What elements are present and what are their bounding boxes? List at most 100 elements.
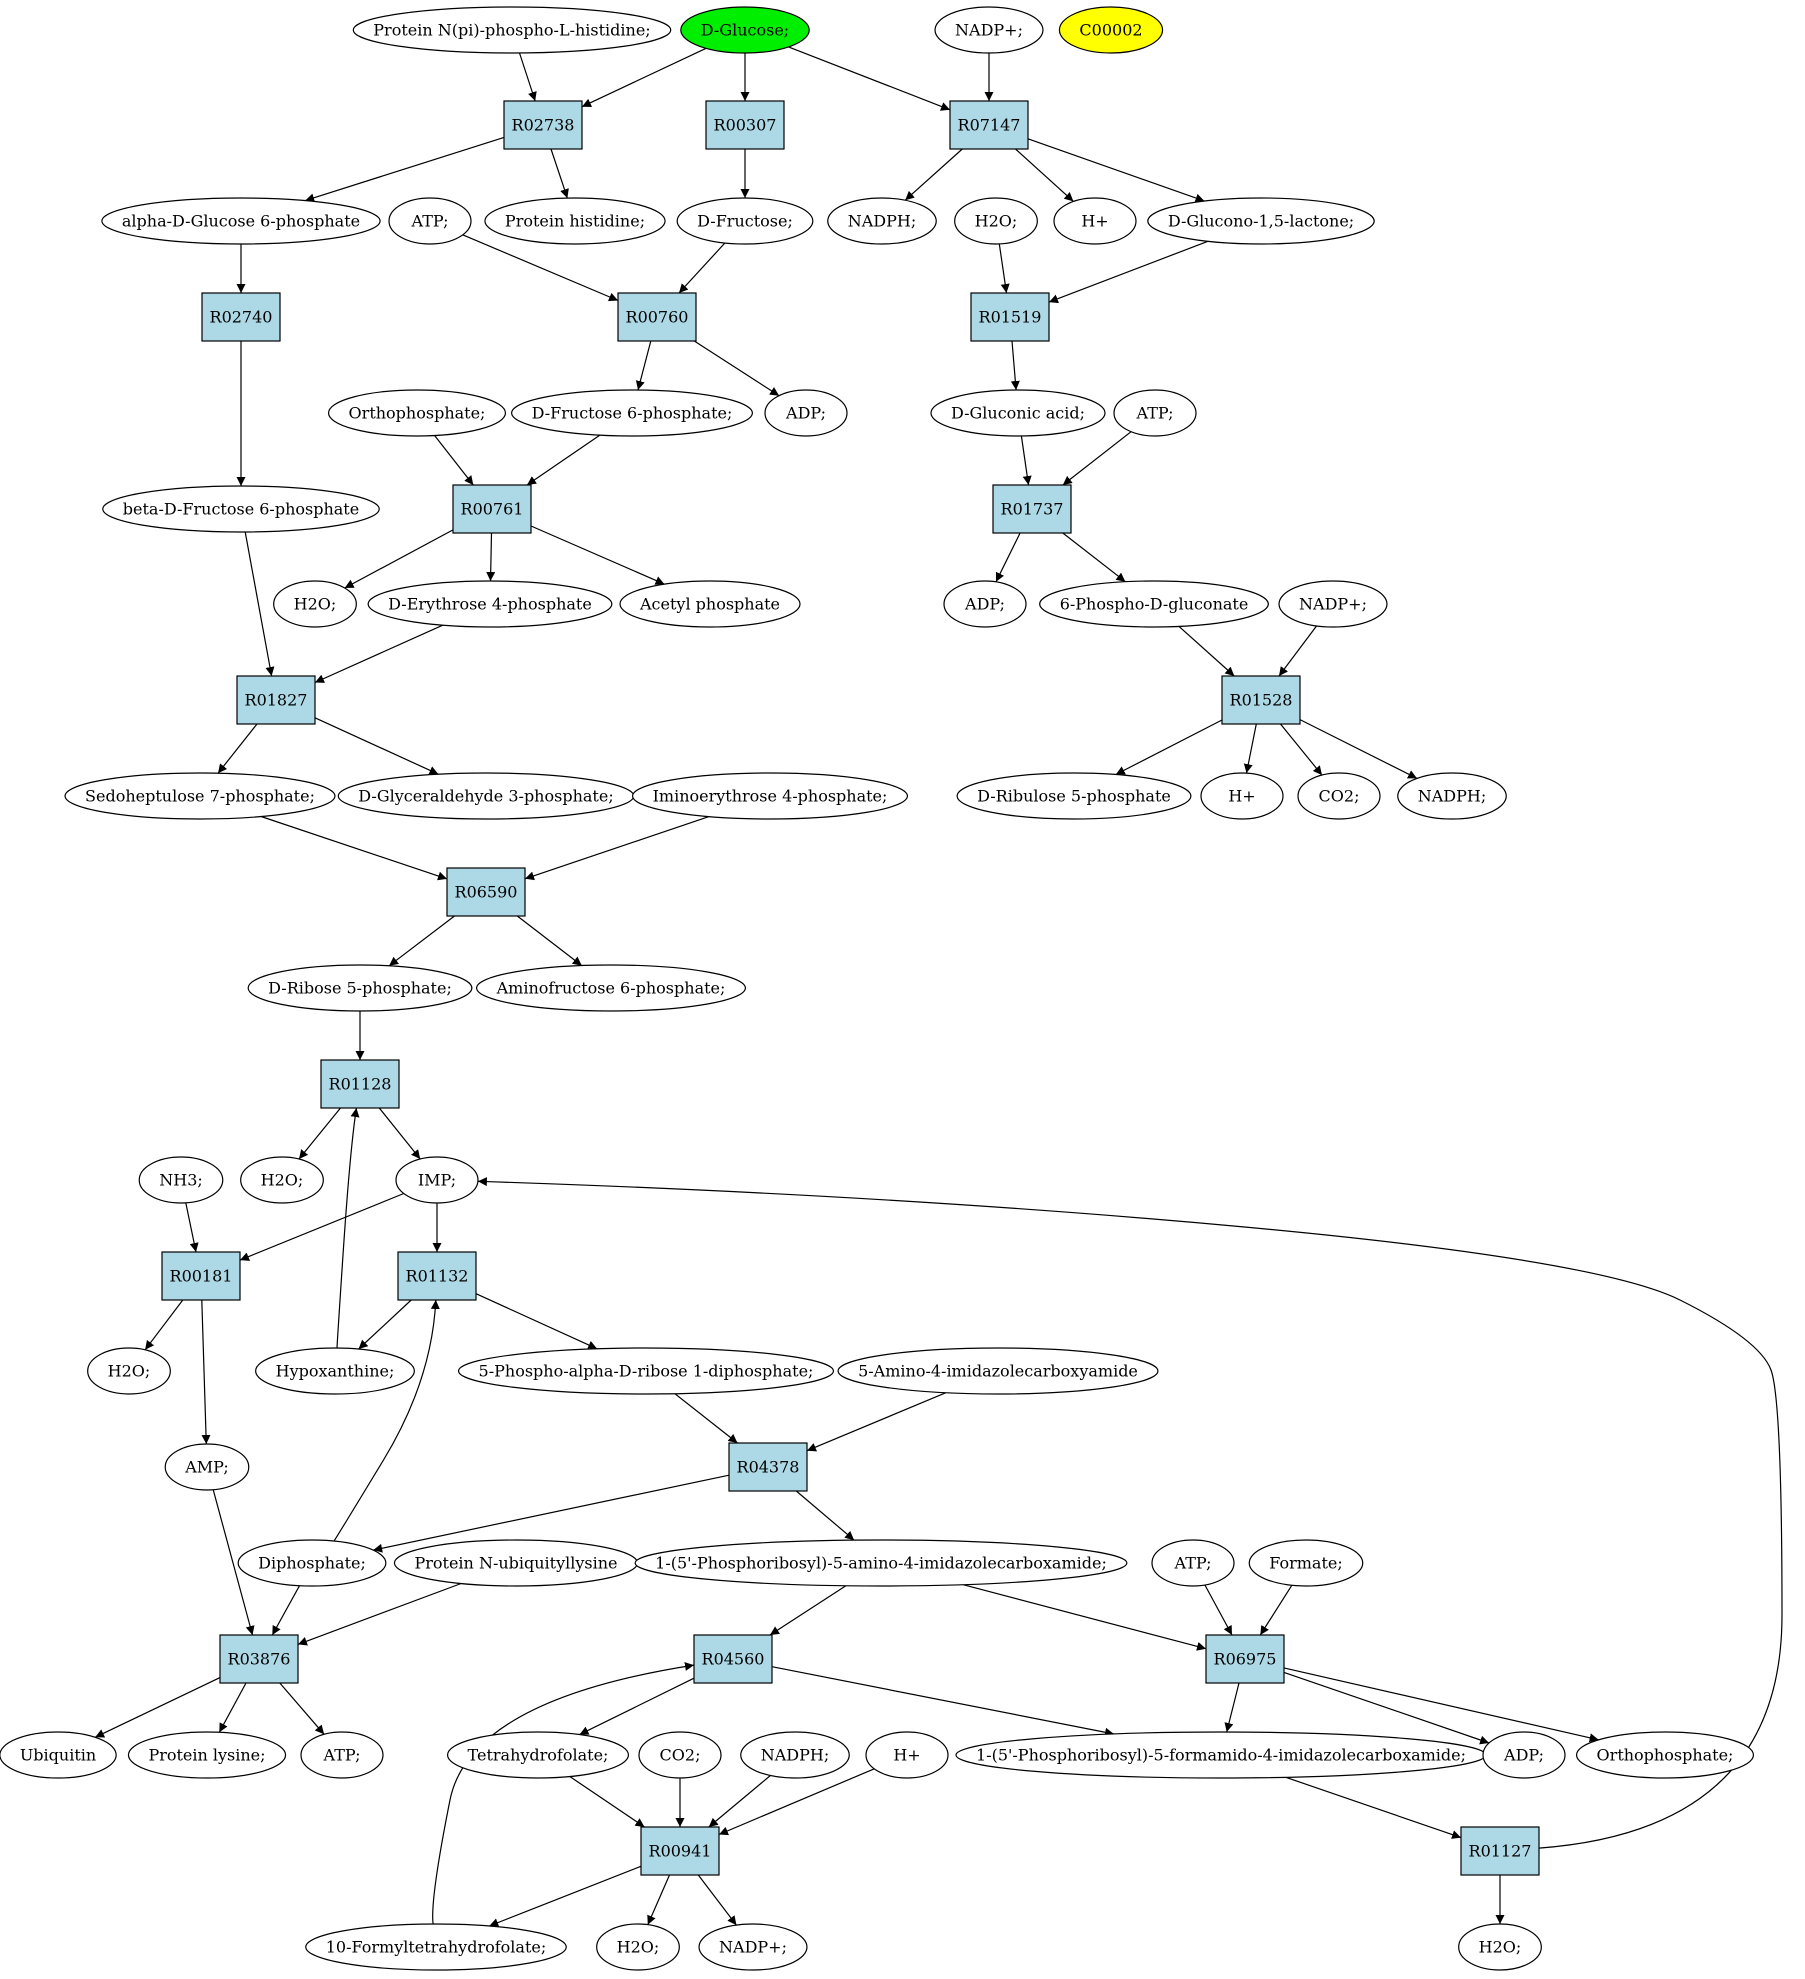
compound-node-c-co2-1[interactable]: CO2; <box>1297 772 1381 820</box>
edge-r00181-to-c-amp <box>201 1299 211 1445</box>
compound-node-c-h2o3[interactable]: H2O; <box>240 1156 324 1204</box>
compound-label-c-adp1: ADP; <box>785 404 826 423</box>
edge-c-glucose-to-r02738 <box>581 47 707 108</box>
compound-node-c-hypox[interactable]: Hypoxanthine; <box>255 1347 415 1395</box>
reaction-node-r00760[interactable]: R00760 <box>617 292 697 342</box>
reaction-label-r02740: R02740 <box>210 308 273 327</box>
reaction-node-r01128[interactable]: R01128 <box>320 1059 400 1109</box>
reaction-node-r06975[interactable]: R06975 <box>1205 1634 1285 1684</box>
compound-node-c-atp1[interactable]: ATP; <box>388 197 472 245</box>
reaction-node-r03876[interactable]: R03876 <box>219 1634 299 1684</box>
compound-node-c-co2-2[interactable]: CO2; <box>638 1731 722 1779</box>
reaction-node-r07147[interactable]: R07147 <box>949 100 1029 150</box>
reaction-node-r00307[interactable]: R00307 <box>705 100 785 150</box>
compound-node-c-nadp3[interactable]: NADP+; <box>698 1923 808 1971</box>
compound-node-c-h2o4[interactable]: H2O; <box>87 1347 171 1395</box>
compound-node-c-ag6p[interactable]: alpha-D-Glucose 6-phosphate <box>101 197 381 245</box>
compound-node-c-c00002[interactable]: C00002 <box>1058 6 1164 54</box>
edge-r07147-to-c-nadph1 <box>904 148 963 201</box>
compound-node-c-ortho1[interactable]: Orthophosphate; <box>327 389 507 437</box>
compound-node-c-h2o1[interactable]: H2O; <box>954 197 1038 245</box>
reaction-node-r01528[interactable]: R01528 <box>1221 675 1301 725</box>
reaction-node-r04378[interactable]: R04378 <box>728 1442 808 1492</box>
reaction-label-r04560: R04560 <box>702 1650 765 1669</box>
compound-node-c-fructose[interactable]: D-Fructose; <box>676 197 814 245</box>
compound-node-c-amp[interactable]: AMP; <box>164 1443 250 1491</box>
compound-node-c-plys[interactable]: Protein lysine; <box>127 1731 287 1779</box>
compound-label-c-ag6p: alpha-D-Glucose 6-phosphate <box>122 212 360 231</box>
compound-node-c-h2o2[interactable]: H2O; <box>273 580 357 628</box>
compound-node-c-imp[interactable]: IMP; <box>395 1156 479 1204</box>
compound-node-c-aicar[interactable]: 1-(5'-Phosphoribosyl)-5-amino-4-imidazol… <box>634 1539 1128 1587</box>
compound-node-c-nadp1[interactable]: NADP+; <box>934 6 1044 54</box>
compound-node-c-h2o6[interactable]: H2O; <box>1458 1923 1542 1971</box>
compound-node-c-hplus2[interactable]: H+ <box>1200 772 1284 820</box>
compound-ellipse <box>255 1347 415 1395</box>
compound-node-c-thf[interactable]: Tetrahydrofolate; <box>446 1731 630 1779</box>
reaction-node-r00181[interactable]: R00181 <box>161 1251 241 1301</box>
compound-node-c-atp4[interactable]: ATP; <box>300 1731 384 1779</box>
compound-node-c-nadph3[interactable]: NADPH; <box>740 1731 850 1779</box>
compound-node-c-h2o5[interactable]: H2O; <box>596 1923 680 1971</box>
reaction-node-r01827[interactable]: R01827 <box>236 675 316 725</box>
compound-node-c-ru5p[interactable]: D-Ribulose 5-phosphate <box>956 772 1192 820</box>
compound-node-c-prpp[interactable]: 5-Phospho-alpha-D-ribose 1-diphosphate; <box>457 1347 835 1395</box>
compound-node-c-nadph1[interactable]: NADPH; <box>827 197 937 245</box>
compound-node-c-phis[interactable]: Protein histidine; <box>484 197 666 245</box>
compound-ellipse <box>457 1347 835 1395</box>
compound-node-c-adp1[interactable]: ADP; <box>764 389 848 437</box>
compound-node-c-aica[interactable]: 5-Amino-4-imidazolecarboxyamide <box>837 1347 1159 1395</box>
compound-node-c-r5p[interactable]: D-Ribose 5-phosphate; <box>247 964 473 1012</box>
compound-node-c-ie4p[interactable]: Iminoerythrose 4-phosphate; <box>631 772 909 820</box>
reaction-node-r01519[interactable]: R01519 <box>970 292 1050 342</box>
compound-node-c-e4p[interactable]: D-Erythrose 4-phosphate <box>367 580 613 628</box>
compound-label-c-nadp3: NADP+; <box>719 1938 787 1957</box>
compound-node-c-s7p[interactable]: Sedoheptulose 7-phosphate; <box>64 772 336 820</box>
reaction-box <box>201 292 281 342</box>
reaction-node-r01127[interactable]: R01127 <box>1460 1826 1540 1876</box>
compound-node-c-atp2[interactable]: ATP; <box>1113 389 1197 437</box>
reaction-node-r01132[interactable]: R01132 <box>397 1251 477 1301</box>
reaction-node-r02738[interactable]: R02738 <box>503 100 583 150</box>
compound-node-c-glucono[interactable]: D-Glucono-1,5-lactone; <box>1147 197 1375 245</box>
compound-node-c-ubiquitin[interactable]: Ubiquitin <box>0 1731 117 1779</box>
compound-node-c-6pg[interactable]: 6-Phospho-D-gluconate <box>1039 580 1269 628</box>
reaction-node-r04560[interactable]: R04560 <box>693 1634 773 1684</box>
compound-node-c-adp3[interactable]: ADP; <box>1482 1731 1566 1779</box>
compound-node-c-hplus3[interactable]: H+ <box>865 1731 949 1779</box>
compound-ellipse <box>1248 1539 1364 1587</box>
compound-node-c-f6p[interactable]: D-Fructose 6-phosphate; <box>511 389 753 437</box>
compound-node-c-nh3[interactable]: NH3; <box>138 1156 224 1204</box>
edge-c-glucono-to-r01519 <box>1048 240 1209 304</box>
compound-node-c-pnubk[interactable]: Protein N-ubiquityllysine <box>393 1539 639 1587</box>
compound-node-c-glucose[interactable]: D-Glucose; <box>680 6 810 54</box>
reaction-node-r06590[interactable]: R06590 <box>446 867 526 917</box>
compound-node-c-ppi[interactable]: Diphosphate; <box>237 1539 387 1587</box>
compound-node-c-ortho2[interactable]: Orthophosphate; <box>1575 1731 1755 1779</box>
compound-node-c-adp2[interactable]: ADP; <box>943 580 1027 628</box>
reaction-box <box>640 1826 720 1876</box>
reaction-node-r01737[interactable]: R01737 <box>992 484 1072 534</box>
reaction-node-r02740[interactable]: R02740 <box>201 292 281 342</box>
reaction-node-r00941[interactable]: R00941 <box>640 1826 720 1876</box>
compound-node-c-faicar[interactable]: 1-(5'-Phosphoribosyl)-5-formamido-4-imid… <box>955 1731 1487 1779</box>
compound-node-c-10fthf[interactable]: 10-Formyltetrahydrofolate; <box>305 1923 567 1971</box>
compound-node-c-gluconic[interactable]: D-Gluconic acid; <box>930 389 1106 437</box>
reaction-label-r01132: R01132 <box>406 1267 469 1286</box>
compound-node-c-bf6p[interactable]: beta-D-Fructose 6-phosphate <box>102 485 380 533</box>
compound-node-c-atp3[interactable]: ATP; <box>1151 1539 1235 1587</box>
compound-node-c-hplus1[interactable]: H+ <box>1053 197 1137 245</box>
compound-node-c-nadph2[interactable]: NADPH; <box>1397 772 1507 820</box>
edge-c-nadp2-to-r01528 <box>1278 625 1318 677</box>
compound-node-c-pnphis[interactable]: Protein N(pi)-phospho-L-histidine; <box>352 6 672 54</box>
compound-node-c-formate[interactable]: Formate; <box>1248 1539 1364 1587</box>
edge-c-gluconic-to-r01737 <box>1020 435 1032 486</box>
compound-label-c-aica: 5-Amino-4-imidazolecarboxyamide <box>858 1362 1138 1381</box>
compound-node-c-acetylp[interactable]: Acetyl phosphate <box>619 580 801 628</box>
edge-c-aicar-to-r06975 <box>963 1584 1207 1651</box>
reaction-label-r04378: R04378 <box>737 1458 800 1477</box>
reaction-node-r00761[interactable]: R00761 <box>452 484 532 534</box>
compound-node-c-af6p[interactable]: Aminofructose 6-phosphate; <box>476 964 746 1012</box>
compound-node-c-nadp2[interactable]: NADP+; <box>1278 580 1388 628</box>
compound-node-c-g3p[interactable]: D-Glyceraldehyde 3-phosphate; <box>337 772 635 820</box>
